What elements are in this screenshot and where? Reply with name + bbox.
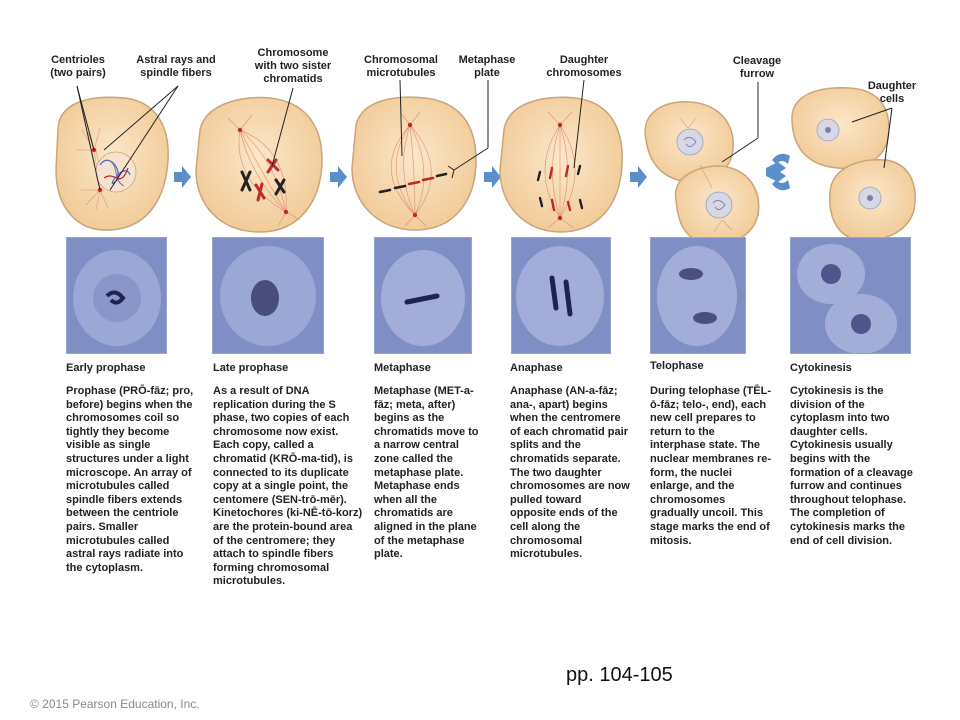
cell-telophase bbox=[644, 101, 760, 240]
stage-description-early-prophase: Prophase (PRŌ-fāz; pro, before) begins w… bbox=[66, 385, 194, 574]
stage-description-cytokinesis: Cytokinesis is the division of the cytop… bbox=[790, 385, 913, 547]
cell-early-prophase bbox=[55, 96, 169, 231]
cell-cytokinesis bbox=[791, 86, 916, 240]
stage-title-early-prophase: Early prophase bbox=[66, 362, 146, 374]
arrow-icon bbox=[330, 166, 347, 188]
stage-title-metaphase: Metaphase bbox=[374, 362, 431, 374]
stage-title-late-prophase: Late prophase bbox=[213, 362, 289, 374]
stage-description-telophase: During telophase (TĒL-ō-fāz; telo-, end)… bbox=[650, 385, 772, 547]
split-arrow-icon bbox=[766, 153, 790, 191]
label-daughter-cells: Daughter cells bbox=[867, 80, 917, 105]
stage-title-cytokinesis: Cytokinesis bbox=[790, 362, 852, 374]
micrograph-telophase bbox=[650, 237, 746, 354]
label-chromosome-sister-chromatids: Chromosome with two sister chromatids bbox=[254, 47, 332, 85]
page-reference: pp. 104-105 bbox=[566, 664, 673, 686]
arrow-icon bbox=[630, 166, 647, 188]
micrograph-early-prophase bbox=[66, 237, 167, 354]
copyright-notice: © 2015 Pearson Education, Inc. bbox=[30, 697, 200, 711]
stage-description-anaphase: Anaphase (AN-a-fāz; ana-, apart) begins … bbox=[510, 385, 630, 561]
stage-description-late-prophase: As a result of DNA replication during th… bbox=[213, 385, 363, 588]
micrograph-late-prophase bbox=[212, 237, 324, 354]
label-metaphase-plate: Metaphase plate bbox=[458, 54, 516, 79]
arrow-icon bbox=[484, 166, 501, 188]
label-daughter-chromosomes: Daughter chromosomes bbox=[546, 54, 622, 79]
label-cleavage-furrow: Cleavage furrow bbox=[732, 55, 782, 80]
cell-anaphase bbox=[499, 96, 623, 233]
cell-late-prophase bbox=[195, 96, 323, 233]
micrograph-anaphase bbox=[511, 237, 611, 354]
cell-metaphase bbox=[351, 96, 477, 231]
stage-description-metaphase: Metaphase (MET-a-fāz; meta, after) begin… bbox=[374, 385, 479, 561]
arrow-icon bbox=[174, 166, 191, 188]
stage-title-telophase: Telophase bbox=[650, 360, 704, 372]
mitosis-illustration bbox=[55, 79, 916, 240]
micrograph-metaphase bbox=[374, 237, 472, 354]
stage-title-anaphase: Anaphase bbox=[510, 362, 563, 374]
callout-leaders bbox=[76, 79, 893, 191]
label-centrioles: Centrioles (two pairs) bbox=[50, 54, 106, 79]
label-chromosomal-microtubules: Chromosomal microtubules bbox=[364, 54, 438, 79]
label-astral-rays: Astral rays and spindle fibers bbox=[136, 54, 216, 79]
micrograph-cytokinesis bbox=[790, 237, 911, 354]
